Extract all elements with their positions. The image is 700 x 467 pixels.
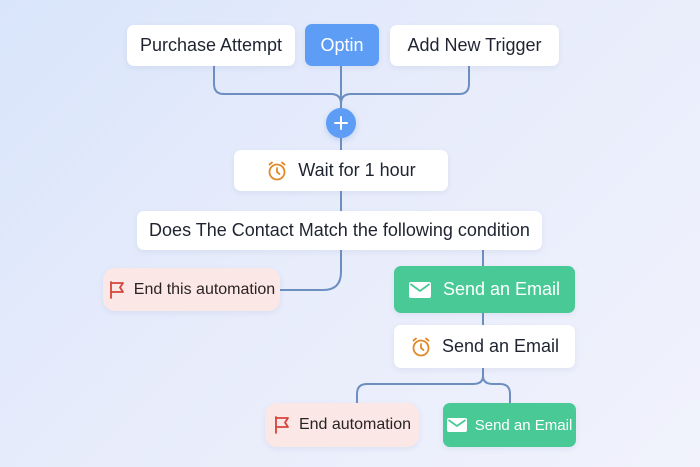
connector-trigger-purchase: [213, 65, 342, 109]
end-automation-step[interactable]: End this automation: [103, 268, 280, 311]
add-new-trigger-button[interactable]: Add New Trigger: [390, 25, 559, 66]
end-automation-step-2[interactable]: End automation: [265, 403, 419, 447]
flag-icon: [273, 415, 291, 435]
connector-branch-left: [356, 367, 484, 404]
send-email-step[interactable]: Send an Email: [394, 266, 575, 313]
condition-step[interactable]: Does The Contact Match the following con…: [137, 211, 542, 250]
connector-branch-right: [482, 367, 511, 404]
wait-step[interactable]: Wait for 1 hour: [234, 150, 448, 191]
condition-step-label: Does The Contact Match the following con…: [149, 220, 530, 240]
wait-step-2-label: Send an Email: [441, 336, 560, 356]
end-step-2-label: End automation: [298, 416, 412, 433]
send-email-label: Send an Email: [442, 279, 561, 299]
wait-step-label: Wait for 1 hour: [298, 160, 416, 180]
alarm-clock-icon: [410, 336, 432, 358]
flag-icon: [108, 280, 126, 300]
connector-trigger-new: [340, 65, 470, 105]
send-email-step-2[interactable]: Send an Email: [443, 403, 576, 447]
plus-icon: [334, 116, 348, 130]
trigger-label: Optin: [320, 34, 364, 55]
trigger-label: Add New Trigger: [407, 35, 542, 55]
trigger-optin[interactable]: Optin: [305, 24, 379, 66]
trigger-purchase-attempt[interactable]: Purchase Attempt: [127, 25, 295, 66]
add-step-button[interactable]: [326, 108, 356, 138]
alarm-clock-icon: [266, 160, 288, 182]
end-step-label: End this automation: [133, 280, 276, 298]
send-email-2-label: Send an Email: [474, 416, 573, 434]
trigger-label: Purchase Attempt: [139, 35, 283, 55]
wait-step-2[interactable]: Send an Email: [394, 325, 575, 368]
connector-condition-end: [279, 249, 342, 291]
envelope-icon: [408, 281, 431, 298]
envelope-icon: [446, 418, 467, 432]
